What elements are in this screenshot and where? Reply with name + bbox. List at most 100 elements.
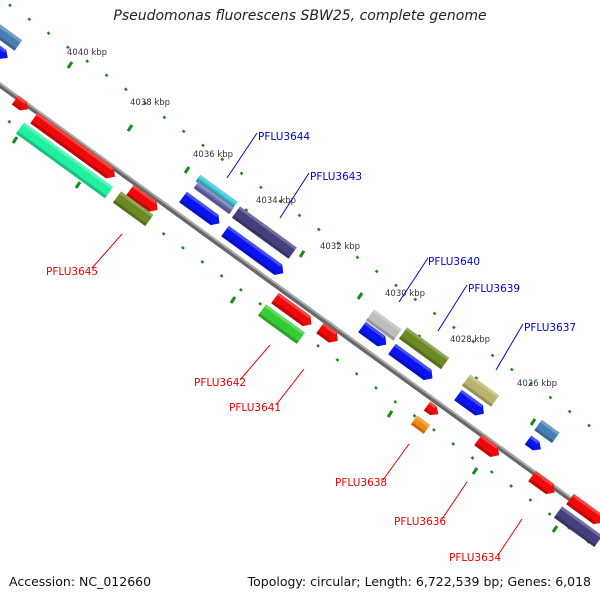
tick-label: 4038 kbp bbox=[130, 98, 170, 108]
feature-block bbox=[11, 95, 28, 111]
gene-leader-line bbox=[497, 518, 523, 556]
major-tick bbox=[529, 418, 537, 426]
gene-leader-line bbox=[398, 257, 429, 303]
tick-dot bbox=[547, 512, 552, 516]
genome-summary-text: Topology: circular; Length: 6,722,539 bp… bbox=[247, 574, 591, 589]
tick-dot bbox=[470, 456, 475, 460]
tick-dot bbox=[509, 484, 513, 488]
major-tick bbox=[551, 525, 559, 533]
feature-block bbox=[365, 309, 402, 341]
feature-blocks bbox=[0, 16, 600, 548]
major-tick bbox=[11, 136, 19, 144]
tick-dot bbox=[432, 311, 437, 316]
tick-dot bbox=[471, 339, 476, 344]
gene-leader-line bbox=[382, 443, 410, 481]
feature-block bbox=[461, 374, 500, 407]
tick-label: 4028 kbp bbox=[450, 335, 490, 345]
gene-label-pflu3645[interactable]: PFLU3645 bbox=[46, 266, 98, 278]
tick-dot bbox=[259, 185, 263, 190]
feature-block bbox=[15, 122, 114, 199]
gene-label-pflu3640[interactable]: PFLU3640 bbox=[428, 256, 480, 268]
tick-dot bbox=[297, 213, 302, 218]
gene-leader-line bbox=[226, 132, 258, 179]
genome-backbone bbox=[0, 82, 600, 524]
feature-block bbox=[566, 493, 600, 525]
gene-label-pflu3638[interactable]: PFLU3638 bbox=[335, 477, 387, 489]
feature-block bbox=[474, 434, 500, 458]
gene-leader-line bbox=[91, 233, 123, 269]
major-tick bbox=[74, 181, 82, 189]
feature-block bbox=[231, 206, 297, 259]
gene-label-pflu3642[interactable]: PFLU3642 bbox=[194, 377, 246, 389]
gene-label-pflu3639[interactable]: PFLU3639 bbox=[468, 283, 520, 295]
tick-dot bbox=[567, 409, 572, 414]
tick-dot bbox=[452, 325, 456, 330]
cds-block bbox=[358, 321, 387, 347]
tick-dot bbox=[548, 395, 553, 400]
cds-block bbox=[524, 435, 541, 451]
tick-dot bbox=[316, 343, 320, 348]
feature-block bbox=[0, 16, 23, 51]
cds-block bbox=[454, 389, 484, 416]
cds-block bbox=[0, 40, 8, 59]
feature-block bbox=[398, 327, 450, 370]
major-tick bbox=[471, 467, 479, 475]
feature-block bbox=[410, 415, 431, 434]
major-tick bbox=[66, 61, 74, 69]
major-tick bbox=[298, 250, 306, 258]
feature-block bbox=[257, 304, 305, 344]
feature-block bbox=[423, 401, 439, 416]
tick-label: 4030 kbp bbox=[385, 289, 425, 299]
tick-dot bbox=[355, 255, 360, 260]
tick-dot bbox=[489, 470, 494, 474]
feature-block bbox=[195, 174, 238, 209]
major-tick bbox=[183, 166, 191, 174]
tick-dot bbox=[181, 129, 186, 134]
gene-leader-line bbox=[441, 481, 468, 520]
genome-title: Pseudomonas fluorescens SBW25, complete … bbox=[113, 8, 487, 24]
tick-label: 4034 kbp bbox=[256, 196, 296, 206]
tick-dot bbox=[354, 372, 359, 376]
tick-dot bbox=[432, 428, 436, 432]
tick-dot bbox=[394, 283, 398, 288]
tick-dot bbox=[27, 17, 32, 22]
gene-leader-line bbox=[437, 284, 468, 332]
gene-leader-line bbox=[275, 368, 305, 406]
tick-dot bbox=[278, 199, 283, 204]
feature-block bbox=[193, 181, 234, 215]
tick-dot bbox=[490, 353, 495, 358]
tick-dot bbox=[181, 245, 185, 250]
tick-dot bbox=[336, 241, 340, 246]
feature-block bbox=[271, 292, 312, 327]
tick-dot bbox=[200, 259, 205, 264]
gene-leader-line bbox=[239, 344, 271, 381]
tick-dot bbox=[335, 358, 340, 362]
tick-dot bbox=[66, 45, 70, 50]
major-tick bbox=[386, 410, 394, 418]
tick-dot bbox=[374, 269, 379, 274]
tick-dot bbox=[529, 381, 533, 386]
tick-dot bbox=[316, 227, 321, 232]
gene-leader-line bbox=[279, 172, 310, 219]
gene-label-pflu3641[interactable]: PFLU3641 bbox=[229, 402, 281, 414]
feature-block bbox=[30, 112, 115, 179]
gene-label-pflu3636[interactable]: PFLU3636 bbox=[394, 516, 446, 528]
tick-dot bbox=[451, 442, 456, 446]
gene-label-pflu3637[interactable]: PFLU3637 bbox=[524, 322, 576, 334]
tick-dot bbox=[143, 101, 147, 106]
tick-label: 4026 kbp bbox=[517, 379, 557, 389]
major-tick bbox=[126, 124, 134, 132]
tick-dot bbox=[239, 171, 244, 176]
tick-dot bbox=[587, 423, 591, 428]
gene-label-pflu3634[interactable]: PFLU3634 bbox=[449, 552, 501, 564]
gene-label-pflu3643[interactable]: PFLU3643 bbox=[310, 171, 362, 183]
gene-label-pflu3644[interactable]: PFLU3644 bbox=[258, 131, 310, 143]
tick-dot bbox=[220, 157, 225, 162]
tick-dot bbox=[509, 367, 514, 372]
feature-block bbox=[534, 419, 560, 444]
cds-block bbox=[179, 191, 220, 226]
tick-dot bbox=[162, 115, 167, 120]
tick-dot bbox=[258, 301, 263, 306]
